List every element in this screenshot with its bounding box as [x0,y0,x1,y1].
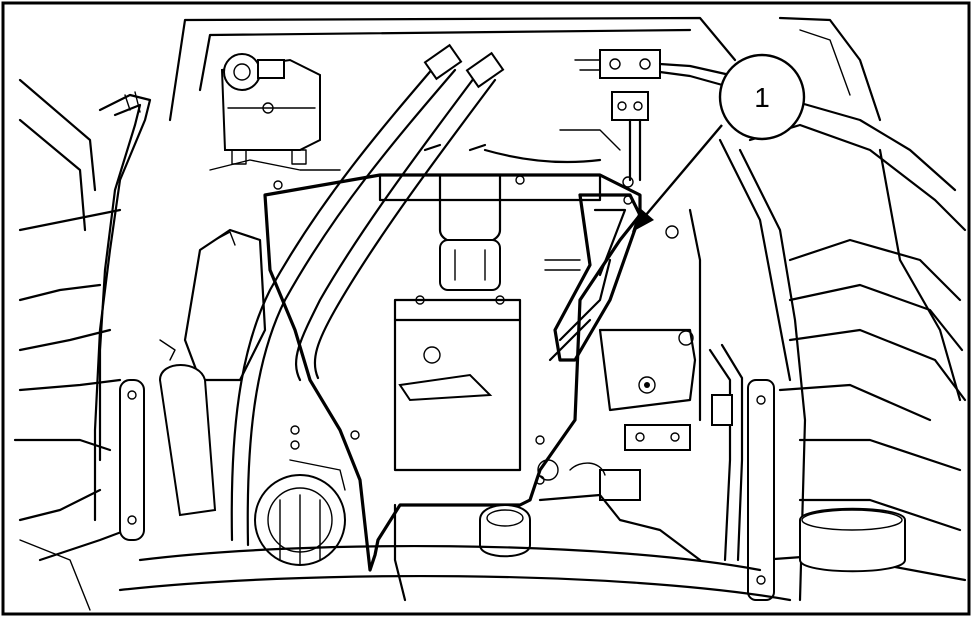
left-rail [93,91,152,541]
hoses [230,43,602,547]
bottom-components [118,459,906,602]
bracket [553,176,642,362]
callout-bubble [718,53,806,141]
engine-left [158,228,346,566]
engine-right [544,225,744,562]
right-rail [688,138,807,602]
main-housing [263,173,642,572]
callout-leader-line [639,124,723,223]
reservoir [209,53,341,171]
hood-panels [13,16,967,611]
callout-1: 1 [632,53,806,232]
valve-fittings [559,49,732,182]
callout-label: 1 [754,82,770,113]
callout-arrowhead [632,208,654,232]
